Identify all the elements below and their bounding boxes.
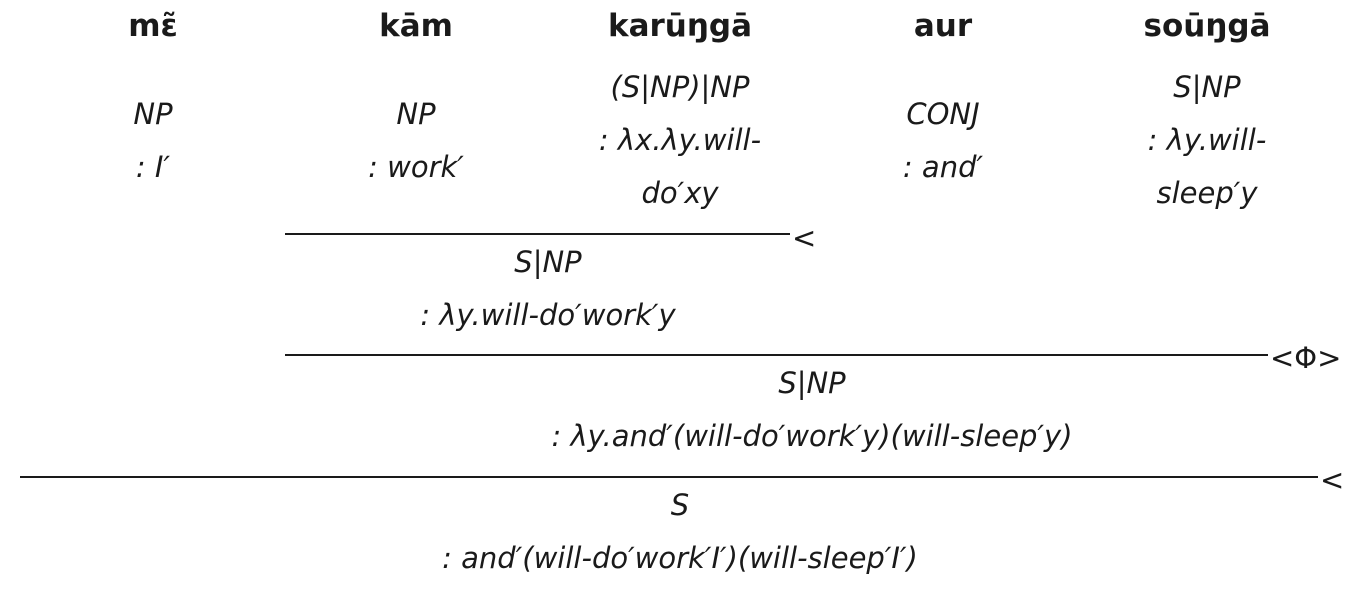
semantics-label: : I′ [135,150,171,184]
word-aur: aur [913,8,973,44]
semantics-label: : and′ [902,150,984,184]
result-semantics-1: : λy.will-do′work′y [420,298,676,332]
lexical-entry-me: NP : I′ [133,88,172,194]
category-label: (S|NP)|NP [610,70,750,104]
result-category-3: S [670,488,690,522]
lexical-entry-sounga: S|NP : λy.will- sleep′y [1148,61,1267,220]
result-category-2: S|NP [778,366,846,400]
lexical-entry-aur: CONJ : and′ [903,88,983,194]
semantics-label-continued: do′xy [641,176,719,210]
category-label: S|NP [1173,70,1241,104]
combinator-label-1: < [792,221,817,255]
lexical-entry-karunga: (S|NP)|NP : λx.λy.will- do′xy [599,61,761,220]
word-sounga: soūŋgā [1143,8,1271,44]
semantics-label: : λy.will- [1147,123,1267,157]
word-kam: kām [379,8,453,44]
derivation-result-1: S|NP : λy.will-do′work′y [420,236,675,342]
category-label: NP [133,97,173,131]
category-label: CONJ [906,97,980,131]
derivation-result-3: S : and′(will-do′work′I′)(will-sleep′I′) [442,479,918,585]
result-semantics-2: : λy.and′(will-do′work′y)(will-sleep′y) [551,419,1073,453]
combinator-label-2: <Φ> [1270,341,1342,375]
result-semantics-3: : and′(will-do′work′I′)(will-sleep′I′) [442,541,918,575]
combination-line-1 [285,233,790,235]
combination-line-2 [285,354,1268,356]
derivation-result-2: S|NP : λy.and′(will-do′work′y)(will-slee… [551,357,1072,463]
semantics-label: : λx.λy.will- [598,123,762,157]
word-karunga: karūŋgā [607,8,753,44]
combination-line-3 [20,476,1318,478]
lexical-entry-kam: NP : work′ [368,88,464,194]
word-me: mɛ̃ [128,8,178,44]
combinator-label-3: < [1320,463,1345,497]
semantics-label: : work′ [368,150,464,184]
semantics-label-continued: sleep′y [1156,176,1258,210]
category-label: NP [396,97,436,131]
result-category-1: S|NP [514,245,582,279]
